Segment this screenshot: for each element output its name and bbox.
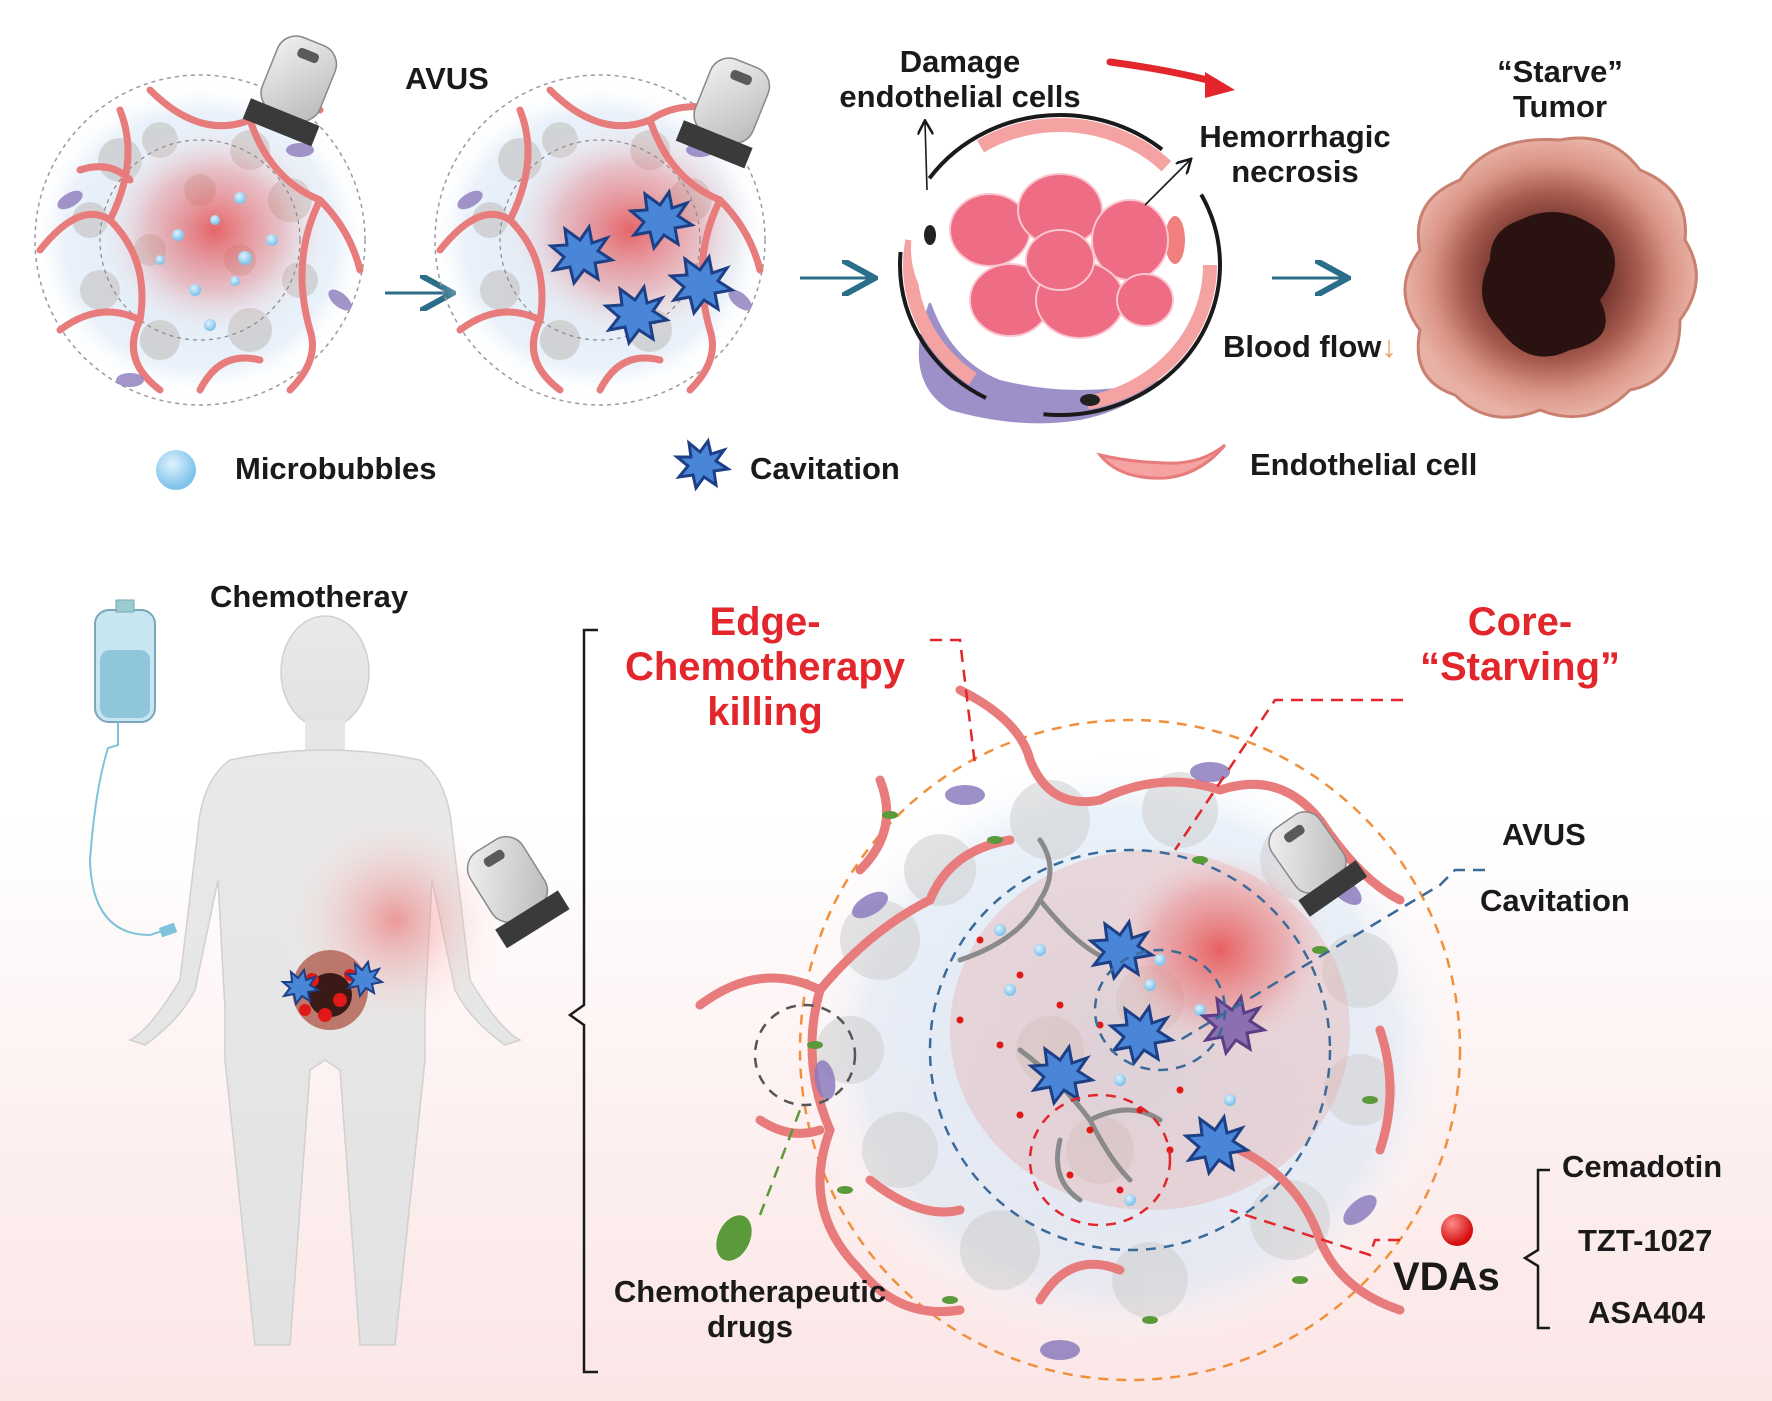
starve-tumor-label: “Starve” Tumor — [1460, 54, 1660, 124]
damage-endothelial-label: Damage endothelial cells — [810, 44, 1110, 114]
endothelial-cell-legend-icon — [1096, 443, 1227, 480]
blood-flow-label: Blood flow↓ — [1223, 329, 1397, 365]
core-label-line1: Core- — [1467, 600, 1573, 644]
hemorrhagic-label-line1: Hemorrhagic — [1199, 119, 1391, 154]
edge-label-line1: Edge- — [709, 600, 821, 644]
patient-body-icon — [128, 615, 522, 1346]
ultrasound-probe-icon — [675, 57, 771, 169]
vda-icon — [1441, 1214, 1473, 1246]
damage-label-line1: Damage — [899, 44, 1021, 79]
microbubble-icons — [155, 192, 278, 331]
vda-drug-tzt-1027: TZT-1027 — [1578, 1223, 1713, 1258]
endothelial-cell-label: Endothelial cell — [1250, 447, 1478, 482]
chemotherapeutic-drugs-label: Chemotherapeutic drugs — [590, 1274, 910, 1344]
tumor-microbubbles-panel — [30, 74, 370, 406]
vda-drug-cemadotin: Cemadotin — [1562, 1149, 1723, 1184]
iv-bag-icon — [88, 599, 178, 938]
cavitation-bottom-label: Cavitation — [1480, 883, 1630, 918]
hemorrhagic-necrosis-label: Hemorrhagic necrosis — [1180, 119, 1410, 189]
core-starving-label: Core- “Starving” — [1395, 600, 1645, 690]
starved-tumor-icon — [1403, 136, 1698, 419]
ultrasound-probe-icon — [1268, 811, 1368, 917]
microbubble-legend-icon — [156, 450, 196, 490]
edge-label-line3: killing — [707, 689, 823, 734]
bracket — [567, 628, 598, 1374]
vda-drug-asa404: ASA404 — [1588, 1295, 1706, 1330]
tumor-cavitation-panel — [430, 74, 770, 406]
blood-flow-text: Blood flow — [1223, 329, 1382, 364]
ultrasound-probe-icon — [466, 835, 570, 949]
starve-label-line1: “Starve” — [1497, 54, 1623, 89]
chemo-drugs-line1: Chemotherapeutic — [613, 1274, 887, 1309]
damage-label-line2: endothelial cells — [839, 78, 1081, 114]
blood-flow-down-arrow: ↓ — [1381, 329, 1397, 364]
edge-label-line2: Chemotherapy — [624, 644, 906, 689]
vda-bracket — [1522, 1168, 1550, 1330]
core-label-line2: “Starving” — [1419, 644, 1621, 689]
starve-label-line2: Tumor — [1512, 88, 1608, 124]
hemorrhagic-label-line2: necrosis — [1231, 153, 1359, 189]
vdas-label: VDAs — [1393, 1255, 1500, 1299]
cavitation-icons — [547, 188, 737, 347]
edge-chemotherapy-label: Edge- Chemotherapy killing — [600, 600, 930, 734]
avus-top-label: AVUS — [405, 61, 489, 96]
damaged-vessel-panel — [898, 58, 1235, 424]
cavitation-top-label: Cavitation — [750, 451, 900, 486]
chemotheray-label: Chemotheray — [210, 579, 409, 614]
chemotherapeutic-drug-icon — [716, 1215, 752, 1261]
tumor-combination-panel — [695, 638, 1485, 1382]
avus-bottom-label: AVUS — [1502, 817, 1586, 852]
ultrasound-probe-icon — [242, 35, 338, 147]
chemo-drugs-line2: drugs — [706, 1308, 794, 1344]
cavitation-legend-icon — [672, 437, 733, 492]
microbubbles-label: Microbubbles — [235, 451, 437, 486]
